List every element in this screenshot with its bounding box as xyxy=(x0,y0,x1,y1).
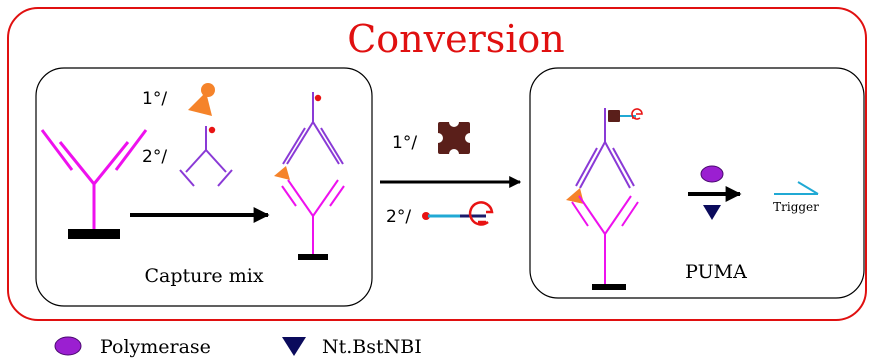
trigger-label: Trigger xyxy=(773,200,819,214)
antigen-icon xyxy=(188,83,215,116)
legend-nicking-enzyme-label: Nt.BstNBI xyxy=(322,336,422,358)
reagent-primary-label: 1°/ xyxy=(392,133,417,153)
capture-mix-caption: Capture mix xyxy=(144,265,263,287)
polymerase-icon xyxy=(700,165,724,183)
capture-antibody xyxy=(40,129,148,230)
capture-mix-box xyxy=(35,67,373,307)
conversion-frame xyxy=(7,7,867,321)
conversion-title: Conversion xyxy=(347,17,565,61)
capture-primary-label: 1°/ xyxy=(142,89,167,109)
puma-caption: PUMA xyxy=(685,261,747,283)
sandwich-complex xyxy=(274,92,345,260)
legend: Polymerase Nt.BstNBI xyxy=(54,336,422,358)
legend-polymerase-icon xyxy=(54,336,82,356)
reagent-secondary-label: 2°/ xyxy=(386,207,411,227)
puzzle-piece-icon xyxy=(433,117,475,159)
surface-bar xyxy=(68,229,120,239)
capture-secondary-label: 2°/ xyxy=(142,147,167,167)
detection-antibody xyxy=(179,126,233,187)
legend-nicking-enzyme-icon xyxy=(282,337,306,356)
trigger-strand-icon xyxy=(774,181,819,195)
hairpin-probe-icon xyxy=(422,201,494,226)
puma-box xyxy=(529,67,865,299)
legend-polymerase-label: Polymerase xyxy=(100,336,211,358)
detection-tag-dot xyxy=(208,126,216,134)
nicking-enzyme-icon xyxy=(703,205,721,220)
puma-complex xyxy=(566,108,643,290)
